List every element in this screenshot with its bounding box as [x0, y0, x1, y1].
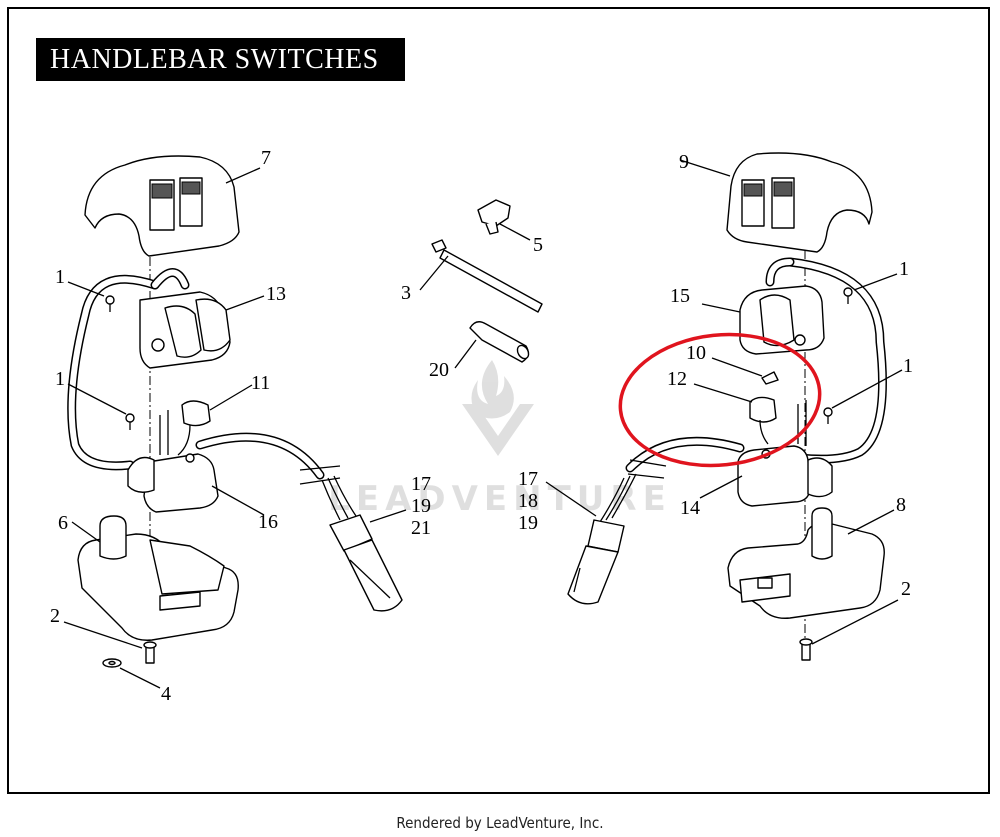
- part-6-lower-housing-left[interactable]: [77, 515, 239, 641]
- part-1-screw-left-lower[interactable]: [125, 413, 135, 430]
- callout-17: 17: [411, 473, 431, 495]
- part-2-screw-right[interactable]: [799, 638, 813, 661]
- part-1-screw-left-upper[interactable]: [105, 295, 115, 312]
- watermark-text: LEADVENTURE: [328, 479, 672, 519]
- callout-19: 19: [518, 512, 538, 534]
- part-8-lower-housing-right[interactable]: [727, 507, 885, 619]
- callout-13: 13: [266, 283, 286, 305]
- callout-labels: 7 9 5 3 20 1 13 1 11 16 6 2 4 17 19 21 1…: [50, 147, 913, 705]
- footer-credit: Rendered by LeadVenture, Inc.: [396, 814, 604, 832]
- callout-11: 11: [251, 372, 270, 394]
- callout-16: 16: [258, 511, 278, 533]
- left-harness-connector[interactable]: [321, 475, 403, 612]
- callout-10: 10: [686, 342, 706, 364]
- part-4-washer-left[interactable]: [102, 658, 122, 668]
- callout-1: 1: [55, 266, 65, 288]
- callout-3: 3: [401, 282, 411, 304]
- right-harness-connector[interactable]: [567, 473, 637, 605]
- part-1-screw-right-upper[interactable]: [843, 287, 853, 304]
- callout-18: 18: [518, 490, 538, 512]
- watermark-logo: LEADVENTURE: [328, 360, 672, 519]
- part-2-screw-left[interactable]: [143, 641, 157, 664]
- part-9-upper-cover-right[interactable]: [726, 152, 873, 253]
- callout-12: 12: [667, 368, 687, 390]
- callout-6: 6: [58, 512, 68, 534]
- callout-19: 19: [411, 495, 431, 517]
- callout-9: 9: [679, 151, 689, 173]
- callout-8: 8: [896, 494, 906, 516]
- part-7-upper-cover-left[interactable]: [84, 155, 240, 257]
- part-16-switch-body-left[interactable]: [127, 410, 219, 513]
- part-20-sleeve[interactable]: [469, 321, 531, 363]
- callout-5: 5: [533, 234, 543, 256]
- part-1-screw-right-lower[interactable]: [823, 407, 833, 424]
- callout-17: 17: [518, 468, 538, 490]
- leader-lines: [63, 159, 903, 689]
- part-12-connector-right[interactable]: [749, 396, 807, 446]
- callout-15: 15: [670, 285, 690, 307]
- callout-21: 21: [411, 517, 431, 539]
- callout-1: 1: [55, 368, 65, 390]
- part-3-cable-tie[interactable]: [431, 239, 543, 313]
- callout-20: 20: [429, 359, 449, 381]
- highlight-ellipse: [618, 332, 822, 468]
- callout-7: 7: [261, 147, 271, 169]
- callout-2: 2: [50, 605, 60, 627]
- right-switch-assembly: [567, 152, 887, 661]
- callout-4: 4: [161, 683, 171, 705]
- part-5-clip[interactable]: [477, 199, 511, 235]
- left-switch-assembly: [67, 155, 403, 668]
- callout-14: 14: [680, 497, 700, 519]
- callout-1: 1: [903, 355, 913, 377]
- part-11-connector-left[interactable]: [177, 400, 211, 456]
- part-10-clip-right[interactable]: [761, 371, 779, 385]
- page-title: HANDLEBAR SWITCHES: [36, 38, 405, 81]
- diagram-frame: [7, 7, 990, 794]
- part-13-switch-left[interactable]: [139, 291, 231, 369]
- callout-1: 1: [899, 258, 909, 280]
- callout-2: 2: [901, 578, 911, 600]
